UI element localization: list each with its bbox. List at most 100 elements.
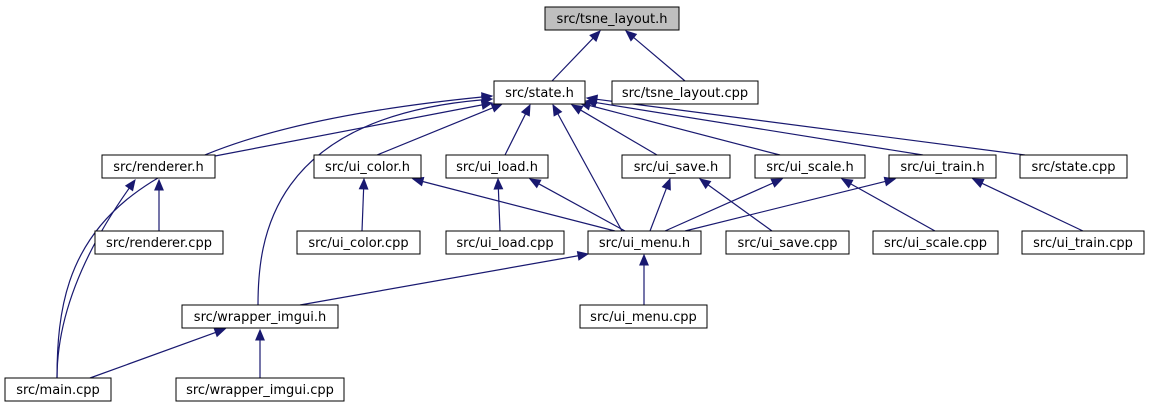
edge-ui-load-h-to-state-h-line <box>504 113 527 156</box>
node-ui-train-cpp[interactable]: src/ui_train.cpp <box>1021 230 1145 255</box>
edge-ui-color-cpp-to-ui-color-h-line <box>361 188 365 232</box>
node-box <box>587 230 702 255</box>
edge-ui-menu-h-to-ui-scale-h <box>664 178 784 232</box>
edge-wrapper-imgui-h-to-ui-menu-h-line <box>299 255 579 306</box>
node-ui-train-h[interactable]: src/ui_train.h <box>888 154 997 179</box>
node-box <box>181 304 339 329</box>
edge-main-cpp-to-wrapper-imgui-h-arrowhead <box>213 327 227 338</box>
edge-tsne-layout-cpp-to-tsne-layout-h-arrowhead <box>625 30 638 42</box>
edge-ui-menu-h-to-ui-color-h-line <box>422 180 616 232</box>
edge-ui-color-h-to-state-h-line <box>376 107 493 156</box>
edge-ui-scale-cpp-to-ui-scale-h-line <box>850 183 936 232</box>
edge-ui-train-cpp-to-ui-train-h-line <box>981 182 1084 232</box>
edge-ui-menu-h-to-ui-save-h-arrowhead <box>661 177 671 191</box>
edge-ui-scale-h-to-state-h-line <box>589 104 781 156</box>
node-ui-scale-cpp[interactable]: src/ui_scale.cpp <box>872 230 999 255</box>
node-label: src/wrapper_imgui.h <box>194 310 326 325</box>
edge-ui-load-cpp-to-ui-load-h <box>493 177 504 232</box>
node-renderer-h[interactable]: src/renderer.h <box>101 154 216 179</box>
node-label: src/wrapper_imgui.cpp <box>186 383 334 398</box>
node-label: src/renderer.cpp <box>106 236 212 251</box>
edge-ui-menu-h-to-ui-load-h-line <box>538 183 626 232</box>
edge-state-cpp-to-state-h-arrowhead <box>585 94 599 105</box>
edge-renderer-cpp-to-renderer-h <box>154 178 164 231</box>
node-ui-menu-h[interactable]: src/ui_menu.h <box>587 230 702 255</box>
edge-main-cpp-to-state-h <box>56 92 494 379</box>
edge-main-cpp-to-state-h-line <box>56 96 483 379</box>
edge-ui-color-h-to-state-h-arrowhead <box>490 103 504 113</box>
node-box <box>175 377 345 402</box>
node-ui-color-h[interactable]: src/ui_color.h <box>313 154 422 179</box>
node-box <box>611 80 759 105</box>
edges-layer <box>56 30 1084 379</box>
node-wrapper-imgui-h[interactable]: src/wrapper_imgui.h <box>181 304 339 329</box>
edge-ui-menu-h-to-ui-scale-h-line <box>664 182 774 232</box>
node-box <box>296 230 421 255</box>
node-ui-save-h[interactable]: src/ui_save.h <box>621 154 731 179</box>
edge-ui-train-h-to-state-h-line <box>595 101 924 156</box>
node-state-h[interactable]: src/state.h <box>493 80 586 105</box>
node-box <box>1019 154 1128 179</box>
edge-ui-menu-h-to-ui-scale-h-arrowhead <box>770 178 784 188</box>
node-wrapper-imgui-cpp[interactable]: src/wrapper_imgui.cpp <box>175 377 345 402</box>
node-box <box>94 230 224 255</box>
node-main-cpp[interactable]: src/main.cpp <box>4 377 112 402</box>
node-ui-load-h[interactable]: src/ui_load.h <box>445 154 549 179</box>
edge-ui-menu-h-to-ui-train-h-line <box>684 180 886 232</box>
node-label: src/ui_color.h <box>325 160 410 175</box>
node-box <box>313 154 422 179</box>
node-label: src/ui_menu.h <box>599 236 690 251</box>
node-state-cpp[interactable]: src/state.cpp <box>1019 154 1128 179</box>
node-tsne-layout-cpp[interactable]: src/tsne_layout.cpp <box>611 80 759 105</box>
edge-ui-menu-cpp-to-ui-menu-h <box>639 253 649 305</box>
edge-ui-menu-h-to-state-h-arrowhead <box>552 103 563 117</box>
edge-ui-menu-h-to-state-h-line <box>557 113 623 232</box>
edge-ui-save-h-to-state-h <box>570 104 658 156</box>
edge-state-h-to-tsne-layout-h <box>551 30 601 82</box>
node-box <box>544 6 680 31</box>
edge-wrapper-imgui-cpp-to-wrapper-imgui-h <box>255 328 265 378</box>
node-box <box>4 377 112 402</box>
node-box <box>493 80 586 105</box>
node-label: src/ui_menu.cpp <box>590 310 697 325</box>
node-box <box>621 154 731 179</box>
node-box <box>579 304 708 329</box>
edge-ui-load-cpp-to-ui-load-h-line <box>497 188 501 232</box>
node-label: src/state.h <box>505 86 574 101</box>
edge-ui-scale-cpp-to-ui-scale-h <box>840 178 936 232</box>
edge-main-cpp-to-renderer-h <box>56 178 136 379</box>
node-ui-save-cpp[interactable]: src/ui_save.cpp <box>725 230 850 255</box>
edge-ui-train-cpp-to-ui-train-h <box>971 178 1084 232</box>
node-box <box>725 230 850 255</box>
edge-ui-color-cpp-to-ui-color-h <box>358 177 369 232</box>
edge-ui-menu-h-to-ui-train-h-arrowhead <box>883 176 897 187</box>
node-ui-scale-h[interactable]: src/ui_scale.h <box>754 154 866 179</box>
node-box <box>1021 230 1145 255</box>
edge-ui-load-cpp-to-ui-load-h-arrowhead <box>493 177 504 190</box>
node-renderer-cpp[interactable]: src/renderer.cpp <box>94 230 224 255</box>
edge-ui-menu-cpp-to-ui-menu-h-arrowhead <box>639 253 649 266</box>
edge-ui-color-h-to-state-h <box>376 103 504 156</box>
edge-ui-load-h-to-state-h-arrowhead <box>520 103 531 117</box>
node-box <box>872 230 999 255</box>
edge-ui-menu-h-to-ui-color-h <box>411 176 616 232</box>
edge-ui-save-h-to-state-h-arrowhead <box>570 104 584 115</box>
node-ui-menu-cpp[interactable]: src/ui_menu.cpp <box>579 304 708 329</box>
node-label: src/state.cpp <box>1031 160 1115 175</box>
edge-renderer-h-to-state-h <box>214 100 494 157</box>
node-box <box>445 230 565 255</box>
edge-wrapper-imgui-h-to-state-h-line <box>257 99 483 306</box>
edge-main-cpp-to-state-h-arrowhead <box>481 92 494 102</box>
edge-state-h-to-tsne-layout-h-arrowhead <box>589 30 601 43</box>
node-ui-load-cpp[interactable]: src/ui_load.cpp <box>445 230 565 255</box>
node-label: src/ui_load.h <box>456 160 538 175</box>
edge-wrapper-imgui-h-to-ui-menu-h-arrowhead <box>576 250 590 261</box>
edge-main-cpp-to-renderer-h-arrowhead <box>124 178 136 192</box>
edge-ui-load-h-to-state-h <box>504 103 531 156</box>
edge-ui-menu-h-to-ui-train-h <box>684 176 897 232</box>
edge-ui-train-cpp-to-ui-train-h-arrowhead <box>971 178 985 188</box>
edge-main-cpp-to-wrapper-imgui-h-line <box>89 331 216 379</box>
node-ui-color-cpp[interactable]: src/ui_color.cpp <box>296 230 421 255</box>
